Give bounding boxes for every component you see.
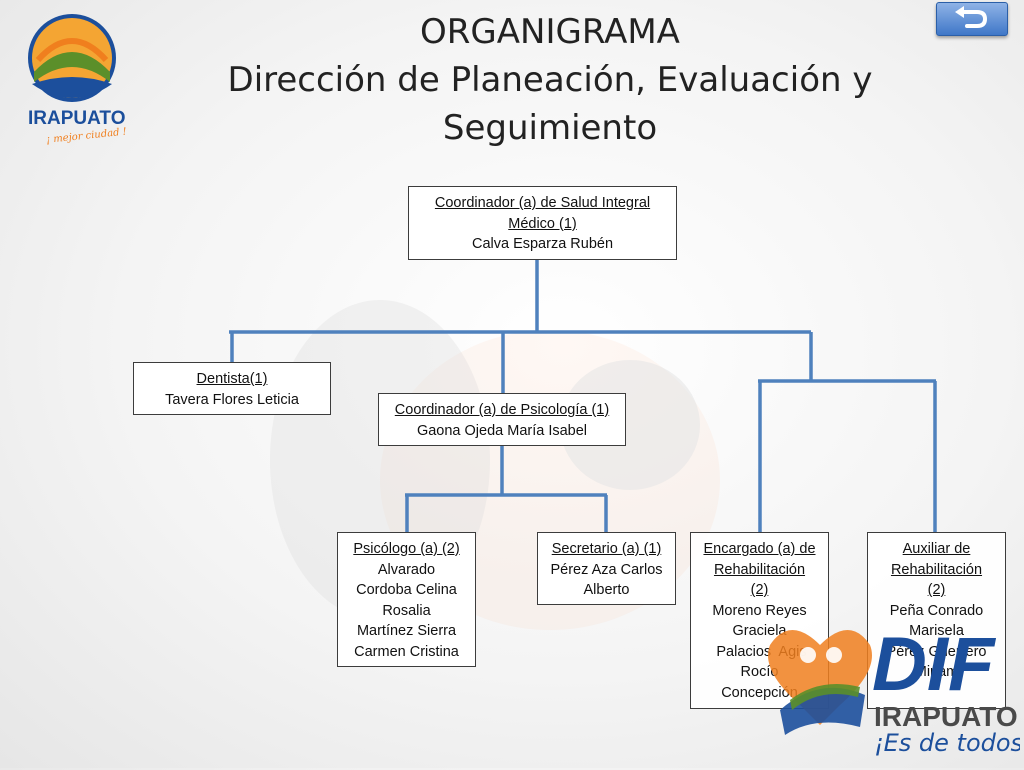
role-label: Rehabilitación <box>890 561 983 578</box>
back-button[interactable] <box>936 2 1008 36</box>
irapuato-logo: IRAPUATO ¡ mejor ciudad ! <box>24 12 134 147</box>
person-name: Tavera Flores Leticia <box>165 391 299 408</box>
title-line-3: Seguimiento <box>442 108 658 148</box>
dif-logo-slogan: ¡Es de todos! <box>874 729 1020 757</box>
dif-logo-name: DIF <box>872 622 997 707</box>
role-label: Coordinador (a) de Salud Integral <box>434 195 651 211</box>
person-name: Calva Esparza Rubén <box>471 236 614 252</box>
role-label: (2) <box>750 582 769 598</box>
person-name: Rocío <box>740 664 779 680</box>
person-name: Rosalia <box>382 602 431 619</box>
org-box-psicologo: Psicólogo (a) (2) Alvarado Cordoba Celin… <box>337 532 476 667</box>
role-label: Médico (1) <box>508 215 577 232</box>
person-name: Gaona Ojeda María Isabel <box>416 422 588 439</box>
org-box-auxiliar-rehabilitacion: Auxiliar de Rehabilitación (2) Peña Conr… <box>867 532 1006 709</box>
person-name: Graciela <box>732 623 787 639</box>
person-name: Moreno Reyes <box>712 602 807 619</box>
person-name: Concepción <box>721 684 798 701</box>
title-line-2: Dirección de Planeación, Evaluación y <box>227 60 873 100</box>
role-label: Psicólogo (a) (2) <box>353 541 460 557</box>
page-title: ORGANIGRAMA Dirección de Planeación, Eva… <box>200 8 900 152</box>
dif-irapuato-logo: DIF IRAPUATO ¡Es de todos! <box>760 615 1024 765</box>
irapuato-logo-name: IRAPUATO <box>28 108 125 129</box>
person-name: Pérez Guerrero <box>886 643 987 660</box>
return-arrow-icon <box>955 6 988 28</box>
org-box-coordinador-psicologia: Coordinador (a) de Psicología (1) Gaona … <box>378 393 626 446</box>
role-label: Secretario (a) (1) <box>551 541 662 557</box>
person-name: Peña Conrado <box>889 602 984 619</box>
org-box-secretario: Secretario (a) (1) Pérez Aza Carlos Albe… <box>537 532 676 605</box>
person-name: Pérez Aza Carlos <box>550 561 663 578</box>
role-label: Coordinador (a) de Psicología (1) <box>394 402 610 418</box>
org-box-dentista: Dentista(1) Tavera Flores Leticia <box>133 362 331 415</box>
person-name: Cordoba Celina <box>356 582 457 598</box>
role-label: Rehabilitación <box>713 561 806 578</box>
person-name: Martínez Sierra <box>356 623 457 639</box>
role-label: Auxiliar de <box>902 541 971 557</box>
role-label: (2) <box>927 582 946 598</box>
dif-logo-city: IRAPUATO <box>874 701 1018 732</box>
org-box-coordinador-salud: Coordinador (a) de Salud Integral Médico… <box>408 186 677 260</box>
person-name: Carmen Cristina <box>354 643 459 660</box>
role-label: Dentista(1) <box>196 371 268 387</box>
title-line-1: ORGANIGRAMA <box>420 12 680 52</box>
person-name: Alvarado <box>377 561 436 578</box>
role-label: Encargado (a) de <box>703 541 816 557</box>
person-name: Miriam <box>914 664 959 680</box>
person-name: Alberto <box>583 582 630 598</box>
person-name: Marisela <box>909 623 964 639</box>
